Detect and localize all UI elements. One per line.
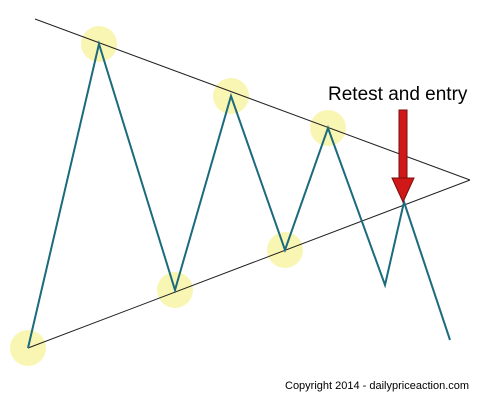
price-line <box>27 40 451 349</box>
lower-trendline <box>27 179 471 349</box>
retest-entry-label: Retest and entry <box>328 84 468 105</box>
down-arrow-icon <box>391 109 415 204</box>
copyright-text: Copyright 2014 - dailypriceaction.com <box>285 380 470 392</box>
upper-trendline <box>34 18 471 181</box>
